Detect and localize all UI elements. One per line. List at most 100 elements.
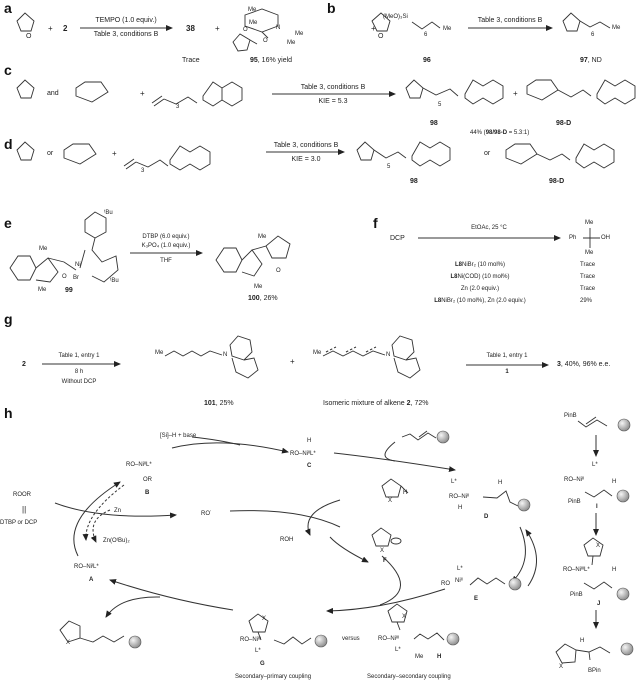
- atom-n: N: [276, 25, 281, 31]
- versus-text: versus: [342, 636, 360, 642]
- result-row-4: 29%: [580, 298, 593, 304]
- final-product-3: 3, 40%, 96% e.e.: [557, 361, 610, 368]
- atom-me: Me: [443, 26, 452, 32]
- arrow-e-top1: DTBP (6.0 equiv.): [142, 234, 190, 240]
- arrow-a-top: TEMPO (1.0 equiv.): [95, 17, 157, 24]
- atom-me: Me: [38, 287, 47, 293]
- intermediate-F-label: F: [383, 558, 387, 564]
- arrow-G-to-product: [105, 596, 161, 618]
- or-text: or: [47, 150, 54, 157]
- product-98D-c: [526, 79, 636, 105]
- atom-me: Me: [254, 284, 263, 290]
- result-row-2: Trace: [580, 274, 596, 280]
- J-formula: RO–NiᴵᴵᴵL*: [563, 567, 590, 573]
- condition-row-2: L8Ni(COD) (10 mol%): [450, 274, 509, 280]
- coupled-product: [59, 620, 142, 649]
- allyl-pinb: PinB: [564, 413, 577, 419]
- arrow-c-top: Table 3, conditions B: [300, 84, 366, 91]
- intermediate-E-label: E: [474, 596, 479, 602]
- intermediate-I: [584, 489, 630, 503]
- equivalence-bars: ||: [22, 505, 27, 514]
- radical-F: [371, 527, 402, 547]
- D-formula: RO–Niᴵᴵ: [449, 494, 470, 500]
- chain-subscript: 6: [424, 32, 428, 38]
- arrow-g1-bottom1: 8 h: [74, 369, 84, 375]
- atom-me: Me: [287, 40, 296, 46]
- intermediate-J-label: J: [597, 601, 601, 607]
- intermediate-B-label: B: [145, 490, 150, 496]
- intermediate-H-label: H: [437, 654, 442, 660]
- cumyl-alcohol-bonds: [583, 228, 600, 248]
- I-ligand: L*: [592, 462, 598, 468]
- or-text: or: [484, 150, 491, 157]
- arrow-G-to-A: [109, 579, 234, 611]
- atom-me: Me: [39, 246, 48, 252]
- D-ligand: L*: [451, 479, 457, 485]
- silane-group: (MeO)₃Si: [383, 14, 408, 20]
- arrow-d-top: Table 3, conditions B: [273, 142, 339, 149]
- compound-98D: 98-D: [549, 178, 565, 185]
- arrow-E-to-D: [525, 529, 537, 587]
- product-38-yield: Trace: [182, 57, 200, 64]
- atom-me: Me: [585, 220, 594, 226]
- compound-98: 98: [410, 178, 418, 185]
- plus-sign: +: [513, 89, 518, 98]
- atom-n: N: [223, 352, 228, 358]
- intermediate-G-label: G: [260, 661, 265, 667]
- arrow-A-to-B: [73, 481, 121, 557]
- thf-o-atom: O: [378, 33, 384, 40]
- intermediate-C-h: H: [307, 438, 312, 444]
- silane-base: [Si]–H + base: [160, 433, 197, 439]
- atom-o: O: [276, 268, 281, 274]
- arrow-C-to-D: [333, 452, 456, 473]
- arrow-roh-out: [304, 499, 341, 536]
- product-97-caption: 97, ND: [580, 57, 602, 64]
- compound-2: 2: [406, 400, 411, 407]
- result-row-3: Trace: [580, 286, 596, 292]
- tbu-group: ᵗBu: [110, 278, 119, 284]
- final-bpin: BPin: [588, 668, 601, 674]
- product-98-c: [405, 79, 504, 105]
- atom-o: O: [62, 274, 67, 280]
- product-98-d: [356, 141, 451, 167]
- J-pinb: PinB: [570, 592, 583, 598]
- thf-molecule-a: [16, 12, 35, 32]
- alkene-naphthol-d: [123, 145, 211, 171]
- intermediate-D-label: D: [484, 514, 489, 520]
- product-95-caption: 95, 16% yield: [250, 57, 292, 64]
- product-100-caption: 100, 26%: [248, 295, 278, 302]
- chain-subscript: 3: [141, 168, 145, 174]
- compound-95: 95: [250, 57, 258, 64]
- H-caption: Secondary–secondary coupling: [367, 674, 451, 680]
- J-heteroatom: X: [596, 543, 601, 549]
- condition-text: Zn (2.0 equiv.): [460, 286, 500, 292]
- I-h: H: [612, 479, 617, 485]
- thf-d8-d: [63, 143, 97, 165]
- intermediate-E: [469, 577, 522, 591]
- atom-me: Me: [612, 25, 621, 31]
- plus-sign: +: [112, 149, 117, 158]
- panel-label-e: e: [4, 215, 12, 231]
- arrow-E-to-G: [326, 588, 446, 614]
- product-heteroatom: X: [66, 640, 71, 646]
- yield-100: , 26%: [259, 295, 278, 302]
- arrow-g2-bottom: 1: [505, 369, 509, 375]
- tbu-group: ᵗBu: [104, 210, 113, 216]
- G-ligand: L*: [255, 648, 261, 654]
- atom-ni: Ni: [75, 262, 81, 268]
- result-row-1: Trace: [580, 262, 596, 268]
- arrow-g1-bottom2: Without DCP: [61, 379, 97, 385]
- panel-label-b: b: [327, 0, 336, 16]
- atom-me: Me: [313, 350, 322, 356]
- H-ligand: L*: [395, 647, 401, 653]
- zinc-reductant: Zn: [114, 508, 122, 514]
- ratio-value: = 5.3:1): [507, 130, 530, 136]
- thf-molecule-d: [16, 141, 35, 161]
- dtbp-dcp-text: DTBP or DCP: [0, 520, 38, 526]
- atom-me: Me: [248, 7, 257, 13]
- alkene-2-caption: Isomeric mixture of alkene 2, 72%: [323, 400, 428, 407]
- condition-row-3: Zn (2.0 equiv.): [461, 286, 499, 292]
- final-boronate-product: [555, 642, 634, 664]
- H-formula: RO–Niᴵᴵᴵ: [378, 636, 400, 642]
- plus-sign: +: [140, 89, 145, 98]
